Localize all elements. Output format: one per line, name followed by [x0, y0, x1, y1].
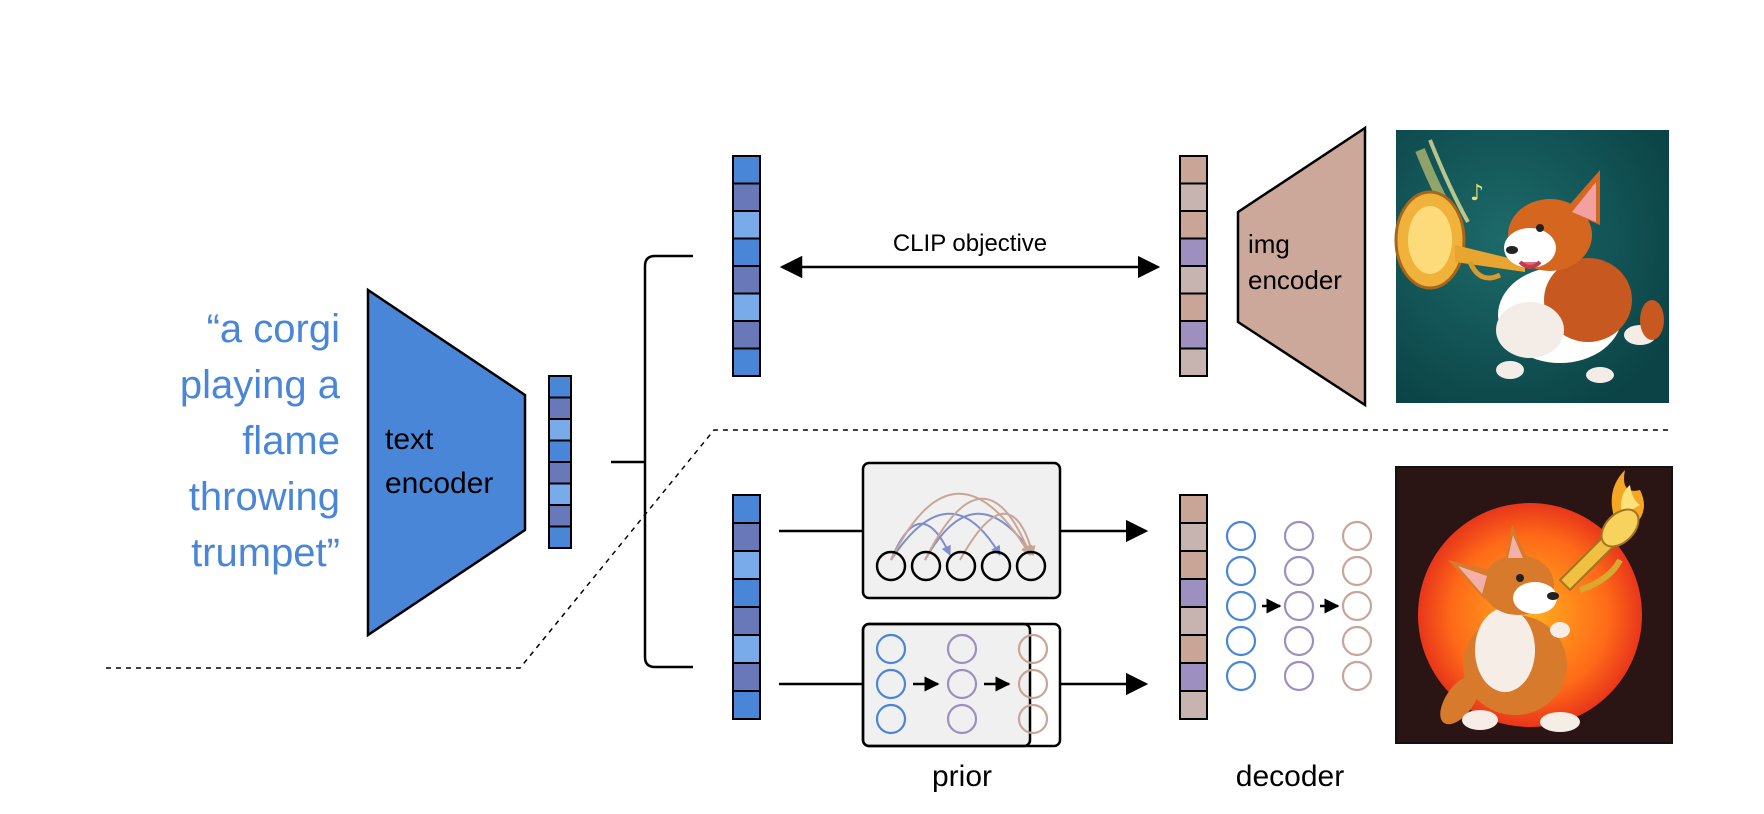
embedding-cell [1179, 237, 1208, 267]
decoder-network [1225, 520, 1373, 692]
embedding-cell [732, 265, 761, 295]
decoder-input-embedding [1179, 494, 1208, 720]
embedding-cell [732, 578, 761, 608]
embedding-cell [1179, 522, 1208, 552]
embedding-cell [548, 482, 572, 506]
embedding-cell [732, 606, 761, 636]
embedding-cell [732, 662, 761, 692]
svg-text:♪: ♪ [1470, 181, 1484, 206]
diffusion-prior-box [861, 622, 1049, 748]
diffusion-prior-frame [861, 622, 1062, 748]
autoregressive-prior-box [861, 461, 1062, 600]
embedding-cell [732, 634, 761, 664]
embedding-cell [1179, 606, 1208, 636]
top-corgi-image: ♪ [1394, 130, 1669, 403]
embedding-cell [732, 690, 761, 720]
embedding-cell [548, 418, 572, 442]
prior-input-embedding [732, 494, 761, 720]
embedding-cell [1179, 494, 1208, 524]
text-embedding [548, 375, 572, 549]
img-encoder-label: img [1248, 229, 1290, 259]
text-encoder-label: encoder [385, 467, 493, 500]
embedding-cell [1179, 320, 1208, 350]
caption-line: trumpet” [191, 531, 340, 575]
embedding-cell [1179, 292, 1208, 322]
embedding-cell [1179, 155, 1208, 185]
embedding-cell [732, 155, 761, 185]
embedding-cell [732, 320, 761, 350]
caption-line: “a corgi [207, 307, 340, 351]
embedding-cell [1179, 634, 1208, 664]
embedding-cell [548, 375, 572, 399]
text-encoder-label: text [385, 423, 434, 456]
bracket-connector [611, 254, 693, 669]
caption-line: flame [242, 419, 340, 463]
caption-line: playing a [180, 363, 341, 407]
clip-image-embedding [1179, 155, 1208, 377]
embedding-cell [732, 237, 761, 267]
embedding-cell [732, 210, 761, 240]
img-encoder-label: encoder [1248, 265, 1342, 295]
clip-objective-label: CLIP objective [893, 230, 1047, 257]
embedding-cell [548, 439, 572, 463]
embedding-cell [732, 550, 761, 580]
embedding-cell [1179, 662, 1208, 692]
text-encoder: text encoder [366, 287, 527, 638]
caption-line: throwing [189, 475, 340, 519]
embedding-cell [548, 396, 572, 420]
embedding-cell [732, 494, 761, 524]
decoder-label: decoder [1236, 760, 1344, 793]
caption: “a corgi playing a flame throwing trumpe… [180, 307, 341, 575]
embedding-cell [1179, 210, 1208, 240]
embedding-cell [548, 461, 572, 485]
embedding-cell [1179, 265, 1208, 295]
embedding-cell [732, 292, 761, 322]
img-encoder: img encoder [1236, 125, 1367, 408]
embedding-cell [1179, 690, 1208, 720]
embedding-cell [1179, 550, 1208, 580]
embedding-cell [1179, 578, 1208, 608]
embedding-cell [732, 347, 761, 377]
embedding-cell [1179, 182, 1208, 212]
embedding-cell [548, 504, 572, 528]
embedding-cell [548, 525, 572, 549]
prior-arrows [779, 519, 1149, 696]
embedding-cell [1179, 347, 1208, 377]
prior-label: prior [932, 760, 992, 793]
bottom-corgi-image [1395, 466, 1673, 744]
embedding-cell [732, 522, 761, 552]
embedding-cell [732, 182, 761, 212]
clip-objective: CLIP objective [779, 230, 1161, 279]
clip-text-embedding [732, 155, 761, 377]
